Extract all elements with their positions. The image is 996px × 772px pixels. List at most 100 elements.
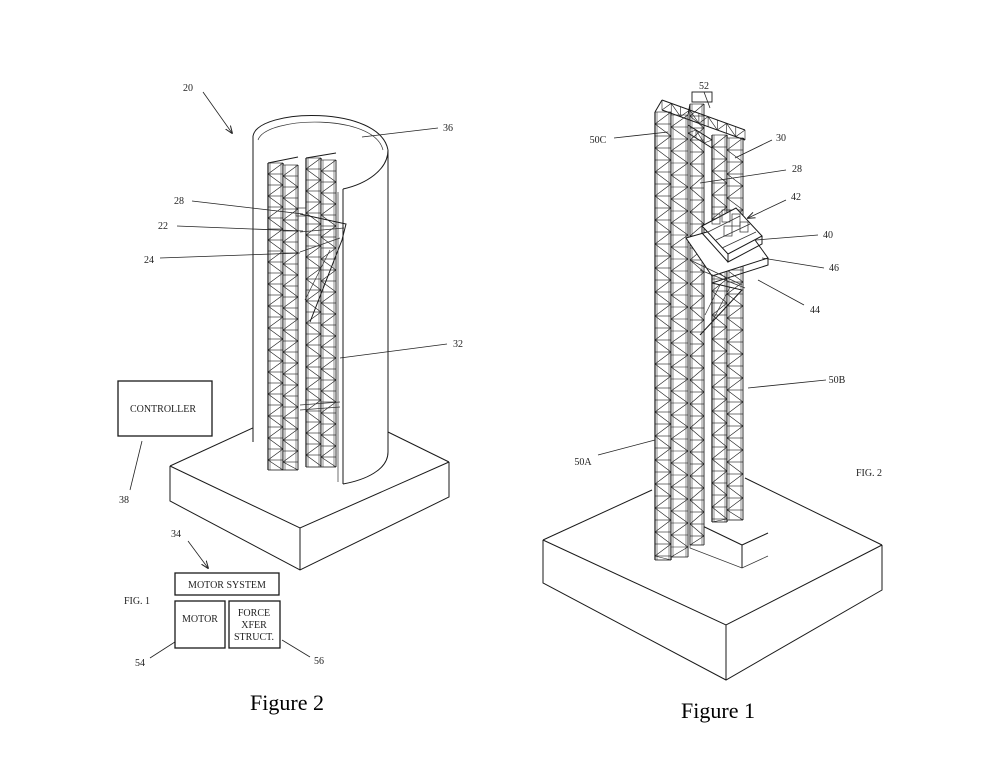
lattice-brace: [282, 219, 299, 232]
lattice-brace: [305, 333, 322, 346]
force-transfer-structure-box: FORCE XFER STRUCT.: [228, 600, 281, 649]
lattice-brace: [711, 494, 728, 508]
lattice-brace: [654, 423, 672, 437]
lattice-brace: [654, 531, 672, 545]
lattice-brace: [689, 451, 705, 465]
lattice-brace: [670, 126, 689, 140]
lattice-brace: [654, 519, 672, 533]
lattice-brace: [267, 239, 284, 252]
lattice-brace: [670, 258, 689, 272]
lattice-brace: [689, 511, 705, 525]
force-xfer-line-2: XFER: [241, 620, 267, 631]
lattice-brace: [320, 390, 337, 403]
lattice-face-fill: [655, 112, 671, 560]
lattice-brace: [282, 395, 299, 408]
lattice-brace: [670, 270, 689, 284]
lattice-brace: [711, 362, 728, 376]
lattice-brace: [267, 195, 284, 208]
lattice-brace: [726, 365, 744, 379]
lattice-brace: [689, 415, 705, 429]
lattice-brace: [305, 179, 322, 192]
lattice-brace: [305, 421, 322, 434]
lattice-brace: [689, 439, 705, 453]
ref-36: 36: [443, 123, 453, 134]
lattice-brace: [654, 543, 672, 557]
lattice-brace: [726, 401, 744, 415]
base-slab: [169, 426, 450, 571]
lattice-brace: [267, 305, 284, 318]
lattice-brace: [726, 341, 744, 355]
fig-label-left: FIG. 1: [124, 596, 150, 607]
lattice-brace: [320, 456, 337, 468]
lattice-brace: [689, 355, 705, 369]
ref-42: 42: [791, 192, 801, 203]
lattice-brace: [711, 326, 728, 340]
lattice-brace: [689, 271, 705, 285]
lattice-brace: [654, 111, 672, 125]
lattice-brace: [726, 197, 744, 211]
lattice-brace: [320, 280, 337, 293]
lattice-brace: [282, 296, 299, 309]
lattice-brace: [689, 199, 705, 213]
lattice-brace: [320, 181, 337, 194]
caption-figure-2: Figure 2: [250, 690, 324, 715]
carriage-bracket: [295, 207, 347, 411]
lattice-brace: [670, 450, 689, 464]
lattice-brace: [320, 379, 337, 392]
ref-54: 54: [135, 658, 145, 669]
lattice-brace: [711, 338, 728, 352]
lattice-brace: [689, 151, 705, 165]
lattice-brace: [654, 327, 672, 341]
lattice-brace: [670, 222, 689, 236]
lattice-brace: [670, 522, 689, 536]
lattice-brace: [654, 351, 672, 365]
lattice-brace: [670, 246, 689, 260]
lattice-brace: [689, 379, 705, 393]
lattice-brace: [267, 426, 284, 439]
lattice-brace: [689, 187, 705, 201]
lattice-brace: [689, 427, 705, 441]
lattice-brace: [654, 339, 672, 353]
lattice-brace: [320, 192, 337, 205]
lattice-brace: [689, 343, 705, 357]
truss-chord: [687, 132, 713, 149]
lattice-brace: [654, 123, 672, 137]
lattice-brace: [654, 495, 672, 509]
lattice-brace: [654, 459, 672, 473]
lattice-brace: [267, 316, 284, 329]
lattice-brace: [670, 210, 689, 224]
lattice-brace: [320, 434, 337, 447]
lattice-brace: [654, 315, 672, 329]
ref-32: 32: [453, 339, 463, 350]
tower-cap: [267, 156, 299, 164]
lattice-brace: [267, 162, 284, 175]
lattice-brace: [711, 398, 728, 412]
lattice-brace: [282, 329, 299, 342]
lattice-brace: [282, 384, 299, 397]
controller-label: CONTROLLER: [130, 404, 196, 415]
lattice-brace: [689, 283, 705, 297]
lattice-brace: [654, 135, 672, 149]
lattice-brace: [726, 461, 744, 475]
lattice-brace: [711, 206, 728, 220]
ref-56: 56: [314, 656, 324, 667]
lattice-brace: [267, 415, 284, 428]
lattice-brace: [305, 344, 322, 357]
caption-figure-1: Figure 1: [681, 698, 755, 723]
lattice-brace: [689, 175, 705, 189]
lattice-brace: [711, 134, 728, 148]
lattice-brace: [711, 422, 728, 436]
lattice-brace: [670, 318, 689, 332]
lattice-brace: [654, 183, 672, 197]
ref-20: 20: [183, 83, 193, 94]
lattice-brace: [670, 174, 689, 188]
tower-cap: [654, 99, 663, 113]
lattice-brace: [654, 483, 672, 497]
lattice-brace: [670, 486, 689, 500]
lattice-brace: [711, 170, 728, 184]
lattice-brace: [654, 171, 672, 185]
lattice-brace: [711, 158, 728, 172]
lattice-brace: [726, 161, 744, 175]
lattice-brace: [267, 437, 284, 450]
lattice-brace: [726, 437, 744, 451]
